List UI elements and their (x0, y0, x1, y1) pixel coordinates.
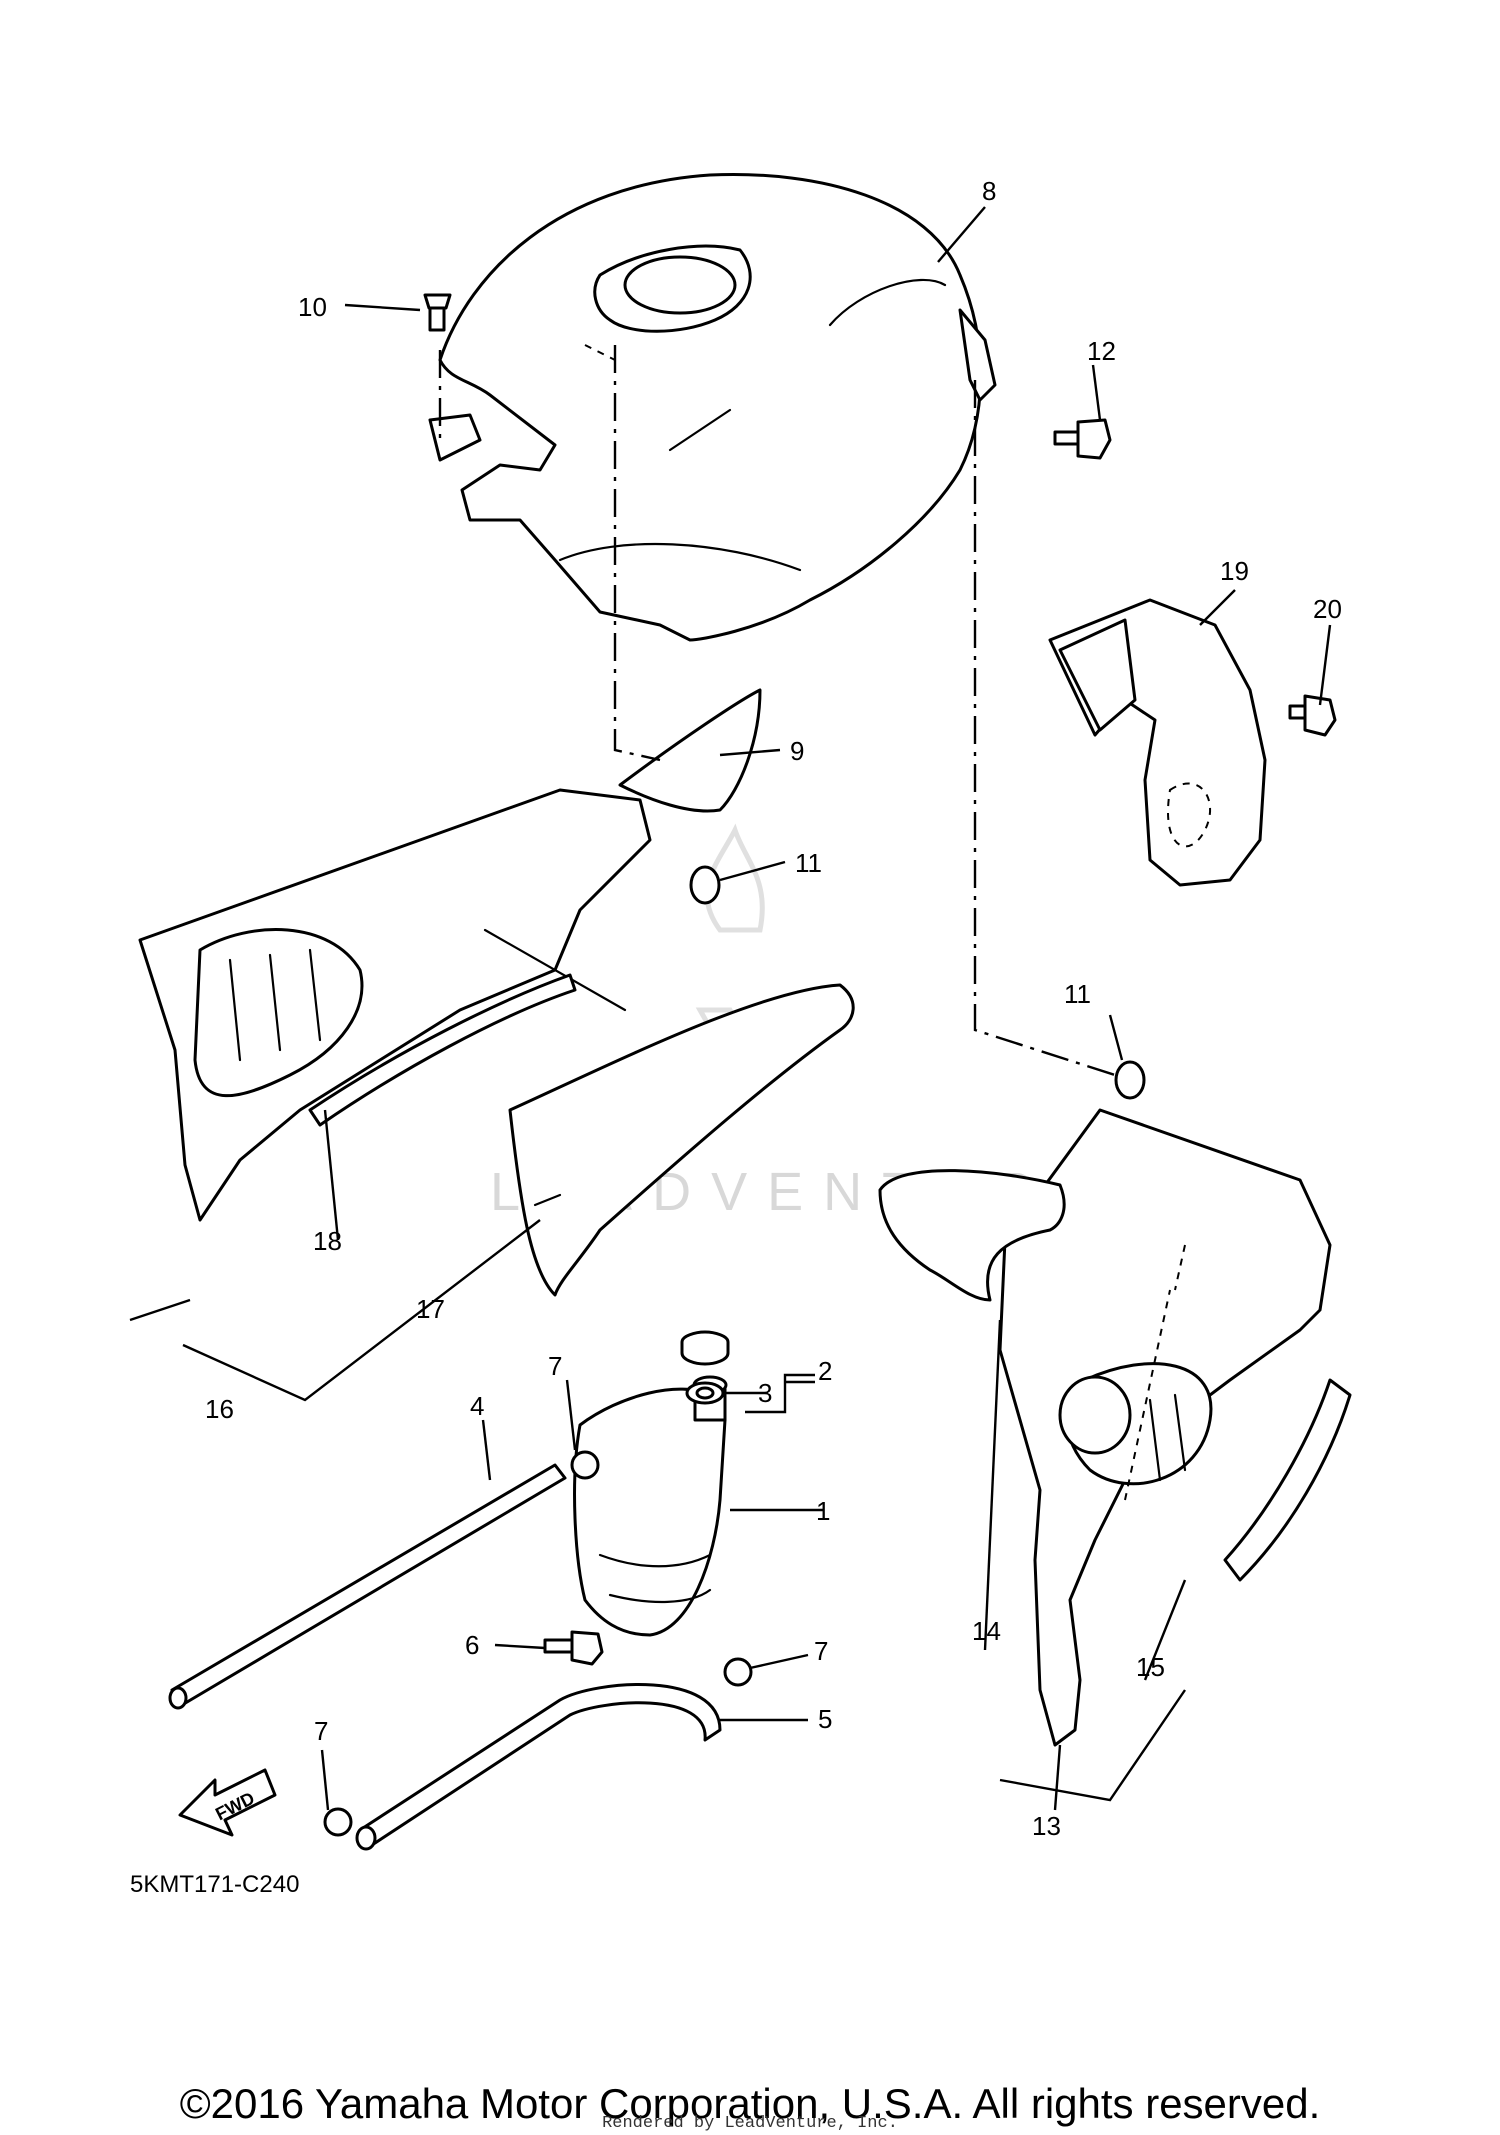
callout-12[interactable]: 12 (1087, 336, 1116, 366)
callout-16[interactable]: 16 (205, 1394, 234, 1424)
callout-10[interactable]: 10 (298, 292, 327, 322)
part-1-reservoir-tank[interactable] (573, 1375, 728, 1637)
callout-7b[interactable]: 7 (814, 1636, 828, 1666)
part-18-trim-strip[interactable] (308, 973, 577, 1127)
callout-15[interactable]: 15 (1136, 1652, 1165, 1682)
part-7-clip-a[interactable] (570, 1450, 600, 1480)
callout-20[interactable]: 20 (1313, 594, 1342, 624)
leader-lines (129, 206, 1332, 1811)
callout-13[interactable]: 13 (1032, 1811, 1061, 1841)
callout-9[interactable]: 9 (790, 736, 804, 766)
callout-11b[interactable]: 11 (1064, 979, 1091, 1009)
centerline-b (973, 380, 1116, 1077)
callout-4[interactable]: 4 (470, 1391, 484, 1421)
part-2-cap[interactable] (680, 1330, 730, 1366)
callout-18[interactable]: 18 (313, 1226, 342, 1256)
part-11-grommet-upper[interactable] (689, 865, 721, 905)
callout-2[interactable]: 2 (818, 1356, 832, 1386)
callout-8[interactable]: 8 (982, 176, 996, 206)
part-15-trim-strip[interactable] (1223, 1378, 1352, 1582)
part-7-clip-c[interactable] (323, 1807, 353, 1837)
callout-19[interactable]: 19 (1220, 556, 1249, 586)
part-7-clip-b[interactable] (723, 1657, 753, 1687)
part-12-bolt[interactable] (1053, 418, 1112, 460)
part-16-side-cover-left[interactable] (138, 788, 652, 1222)
callout-6[interactable]: 6 (465, 1630, 479, 1660)
callout-11a[interactable]: 11 (795, 848, 822, 878)
callout-17[interactable]: 17 (416, 1294, 445, 1324)
part-13-side-cover-right[interactable] (998, 1108, 1332, 1747)
part-3-washer[interactable] (685, 1381, 725, 1405)
diagram-code: 5KMT171-C240 (130, 1871, 299, 1898)
part-17-panel[interactable] (508, 983, 855, 1297)
callout-14[interactable]: 14 (972, 1616, 1001, 1646)
part-14-panel-right[interactable] (878, 1169, 1066, 1302)
callout-3[interactable]: 3 (758, 1378, 772, 1408)
part-11-grommet-lower[interactable] (1114, 1060, 1146, 1100)
callout-1[interactable]: 1 (816, 1496, 830, 1526)
part-6-bolt[interactable] (543, 1630, 604, 1666)
part-5-hose[interactable] (355, 1683, 722, 1851)
part-19-air-duct[interactable] (1048, 598, 1267, 887)
part-20-bolt[interactable] (1288, 694, 1337, 737)
part-4-hose[interactable] (168, 1463, 567, 1710)
fwd-arrow-icon: FWD (178, 1768, 277, 1837)
copyright-notice: ©2016 Yamaha Motor Corporation, U.S.A. A… (179, 2080, 1321, 2127)
callout-7c[interactable]: 7 (314, 1716, 328, 1746)
part-9-panel[interactable] (618, 688, 762, 813)
rendered-by-credit: Rendered by LeadVenture, Inc. (602, 2114, 898, 2133)
part-8-tank-cover[interactable] (428, 172, 997, 642)
callout-7a[interactable]: 7 (548, 1351, 562, 1381)
centerline-a (613, 345, 661, 762)
part-10-screw[interactable] (423, 293, 452, 332)
callout-5[interactable]: 5 (818, 1704, 832, 1734)
